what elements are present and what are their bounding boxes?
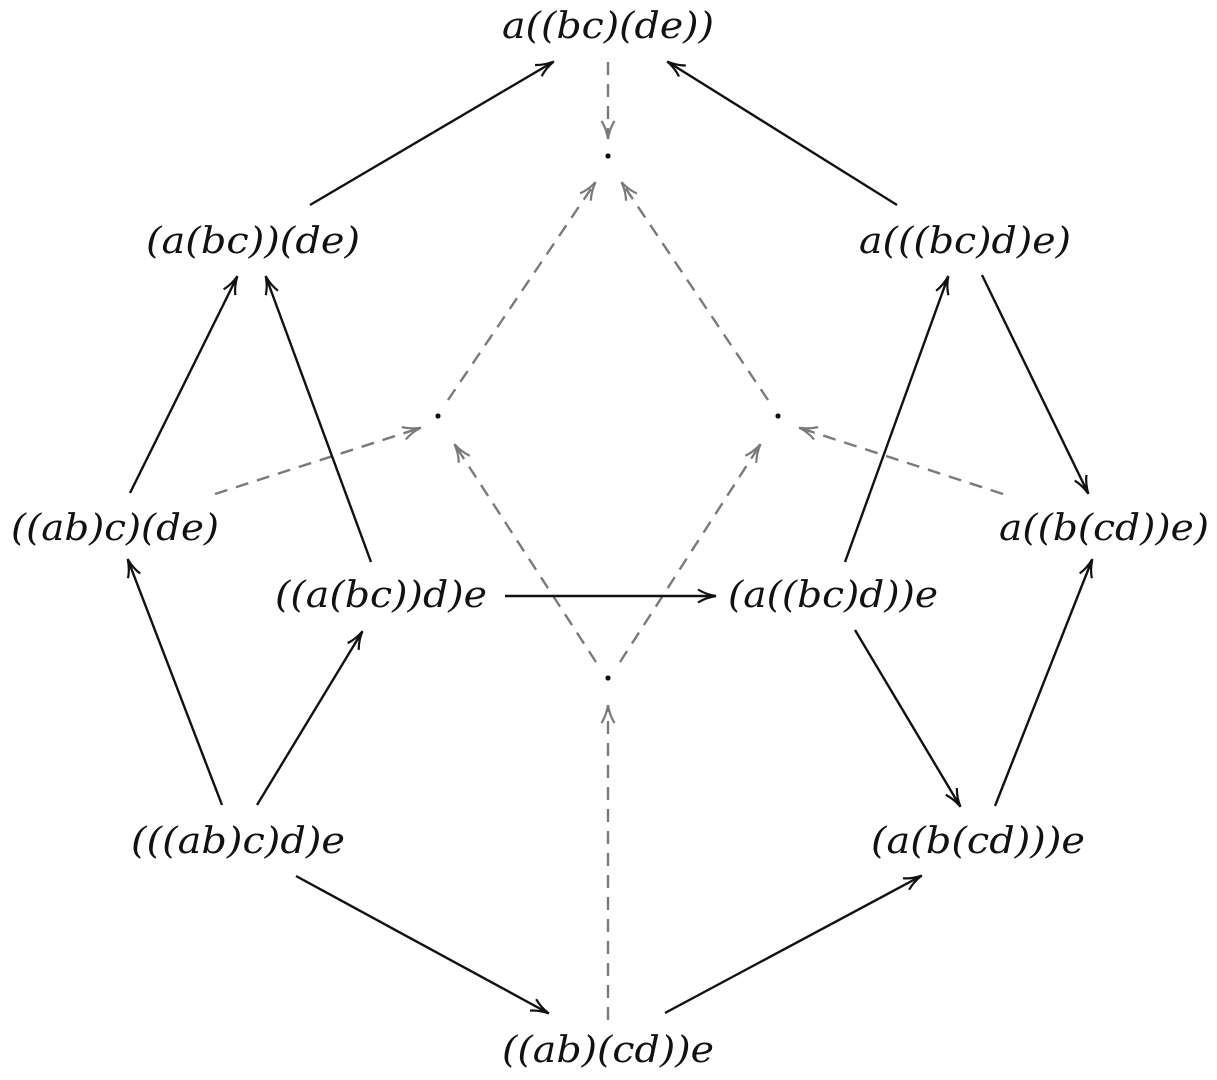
edge-n3-n5 (980, 274, 1090, 495)
dot-d_top (605, 153, 611, 159)
edge-n7-n9 (853, 629, 962, 808)
node-n10: ((ab)(cd))e (502, 1030, 714, 1071)
edge-n8-n6 (255, 630, 364, 806)
solid-edge-layer (126, 60, 1094, 1015)
dot-layer (435, 153, 781, 681)
node-n6: ((a(bc))d)e (275, 575, 487, 616)
node-n1: a((bc)(de)) (502, 6, 714, 47)
node-n9: (a(b(cd)))e (871, 821, 1085, 862)
node-n4: ((ab)c)(de) (11, 508, 219, 549)
dot-d_bottom (605, 675, 611, 681)
dashed-edge-d_bottom-d_right (618, 443, 762, 663)
edge-n3-n1 (666, 60, 898, 207)
dashed-edge-layer (214, 62, 1004, 1020)
node-layer: a((bc)(de)) (a(bc))(de) a(((bc)d)e) ((ab… (11, 6, 1209, 1071)
node-n3: a(((bc)d)e) (859, 221, 1071, 262)
dashed-edge-d_left-d_top (447, 181, 597, 401)
dot-d_left (435, 413, 441, 419)
node-n5: a((b(cd))e) (999, 508, 1209, 549)
edge-n4-n2 (128, 275, 239, 494)
edge-n10-n9 (664, 874, 923, 1015)
edge-n6-n2 (264, 275, 373, 563)
edge-n9-n5 (993, 558, 1094, 807)
dashed-edge-d_bottom-d_left (453, 443, 598, 663)
edge-n2-n1 (309, 60, 555, 207)
dot-d_right (775, 413, 781, 419)
edge-n7-n3 (843, 275, 950, 563)
edge-n8-n4 (126, 558, 224, 806)
dashed-edge-d_right-d_top (620, 181, 769, 401)
node-n8: (((ab)c)d)e (131, 821, 345, 862)
edge-n8-n10 (295, 874, 550, 1015)
node-n2: (a(bc))(de) (146, 221, 360, 262)
dashed-edge-n4-d_left (214, 425, 422, 496)
dashed-edge-n5-d_right (798, 426, 1004, 496)
node-n7: (a((bc)d))e (728, 575, 938, 616)
